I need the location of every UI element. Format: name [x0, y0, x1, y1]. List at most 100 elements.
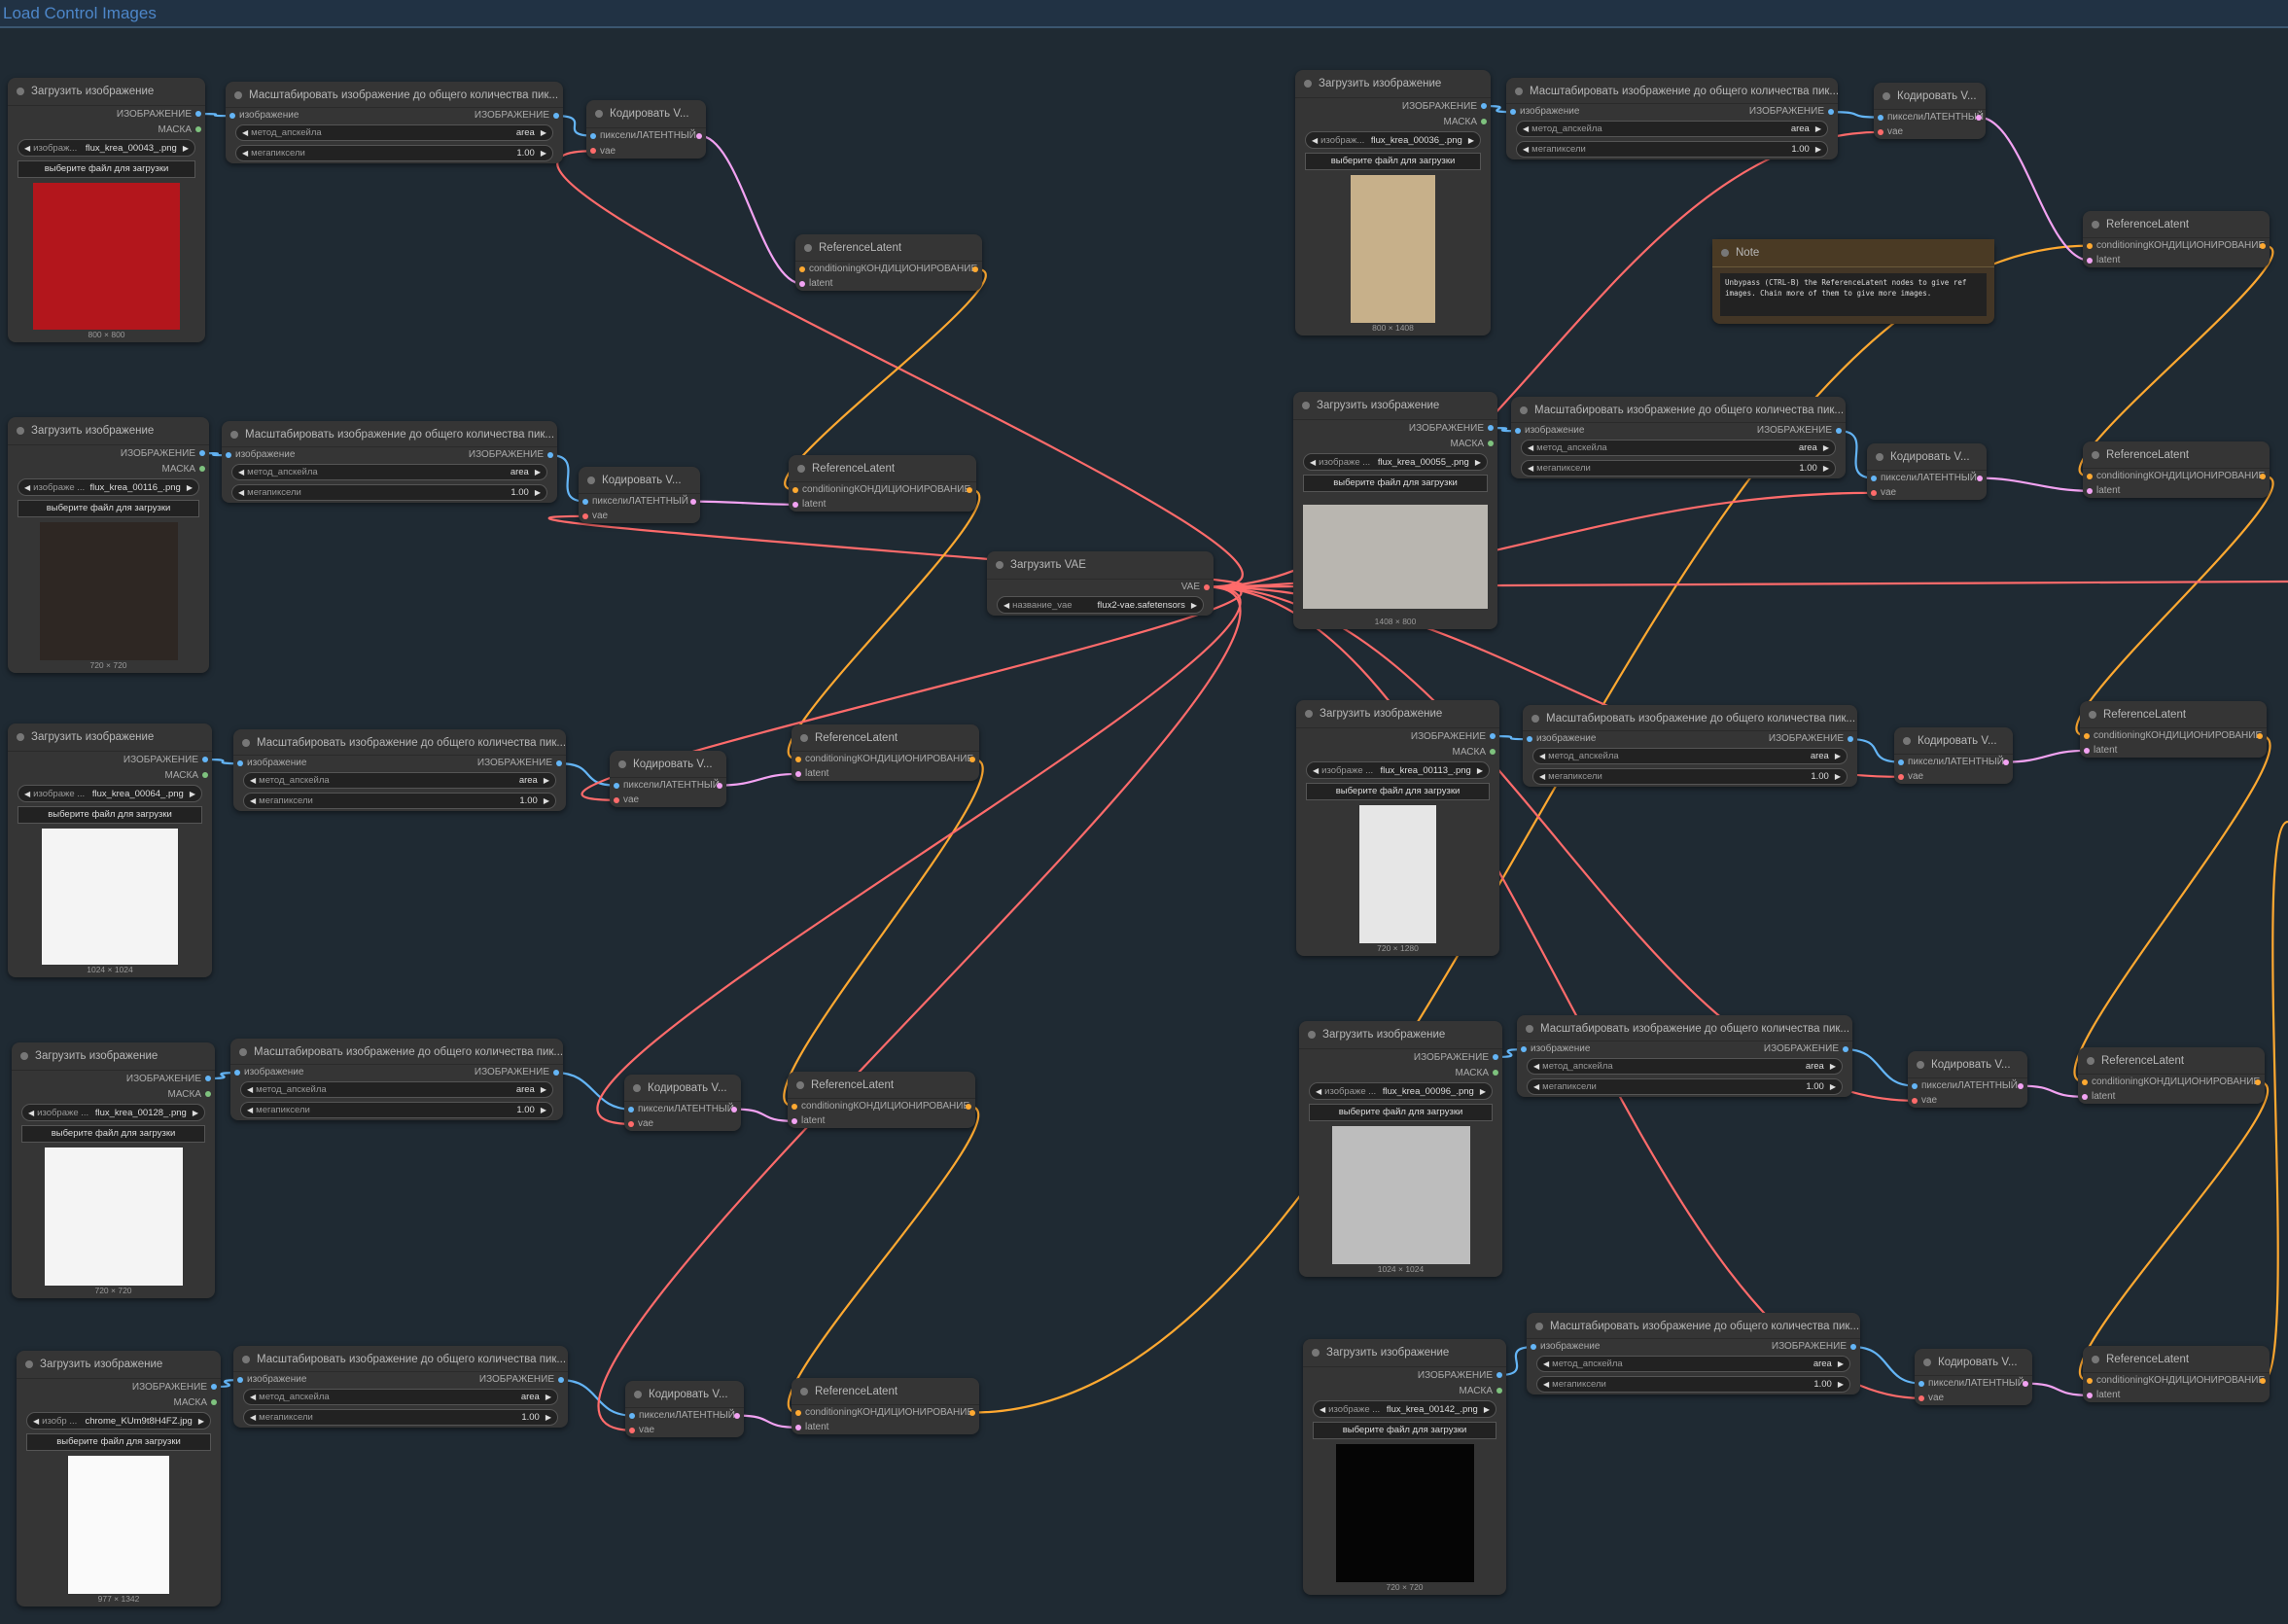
output-slot-dot[interactable] — [2260, 1377, 2266, 1384]
input-slot-dot[interactable] — [1878, 128, 1883, 135]
scale-to-megapixels-node[interactable]: Масштабировать изображение до общего кол… — [233, 729, 566, 811]
conditioning-link[interactable] — [2262, 820, 2288, 1382]
note-node-title[interactable]: Note — [1712, 239, 1994, 267]
vae-encode-node-title[interactable]: Кодировать V... — [624, 1075, 741, 1102]
input-slot-dot[interactable] — [628, 1120, 634, 1127]
input-slot-dot[interactable] — [1898, 759, 1904, 765]
next-file-arrow-icon[interactable]: ▶ — [1474, 457, 1481, 467]
input-slot-dot[interactable] — [628, 1106, 634, 1112]
increment-arrow-icon[interactable]: ▶ — [540, 128, 546, 138]
output-slot-dot[interactable] — [553, 1070, 559, 1077]
input-slot-dot[interactable] — [799, 265, 805, 272]
output-slot-dot[interactable] — [717, 782, 722, 789]
increment-arrow-icon[interactable]: ▶ — [1190, 600, 1197, 610]
increment-arrow-icon[interactable]: ▶ — [540, 149, 546, 159]
latent-link[interactable] — [692, 500, 796, 506]
next-file-arrow-icon[interactable]: ▶ — [189, 789, 195, 798]
input-slot-dot[interactable] — [2087, 1392, 2093, 1398]
vae-encode-node-title[interactable]: Кодировать V... — [1915, 1349, 2032, 1376]
decrement-arrow-icon[interactable]: ◀ — [238, 468, 245, 477]
group-header[interactable]: Load Control Images — [0, 0, 2288, 28]
reference-latent-node-title[interactable]: ReferenceLatent — [2080, 701, 2267, 728]
next-file-arrow-icon[interactable]: ▶ — [1467, 135, 1474, 145]
upload-button[interactable]: выберите файл для загрузки — [1303, 475, 1488, 492]
output-slot-dot[interactable] — [2260, 242, 2266, 249]
input-slot-dot[interactable] — [1871, 489, 1877, 496]
output-slot-dot[interactable] — [1850, 1344, 1856, 1351]
decrement-arrow-icon[interactable]: ◀ — [1523, 124, 1530, 134]
increment-arrow-icon[interactable]: ▶ — [534, 468, 541, 477]
scale-to-megapixels-node[interactable]: Масштабировать изображение до общего кол… — [1527, 1313, 1860, 1395]
upload-button[interactable]: выберите файл для загрузки — [1309, 1104, 1493, 1121]
conditioning-link[interactable] — [788, 1105, 979, 1414]
scale-to-megapixels-node[interactable]: Масштабировать изображение до общего кол… — [226, 82, 563, 163]
reference-latent-node-title[interactable]: ReferenceLatent — [2083, 211, 2270, 238]
input-slot-dot[interactable] — [2082, 1078, 2088, 1085]
latent-link[interactable] — [2020, 1084, 2086, 1098]
load-image-node-title[interactable]: Загрузить изображение — [1296, 700, 1499, 728]
next-file-arrow-icon[interactable]: ▶ — [1476, 765, 1483, 775]
output-slot-dot[interactable] — [969, 756, 975, 762]
reference-latent-node-title[interactable]: ReferenceLatent — [788, 1072, 975, 1099]
latent-link[interactable] — [1978, 116, 2091, 262]
output-slot-dot[interactable] — [1848, 736, 1853, 743]
output-slot-dot[interactable] — [967, 486, 972, 493]
reference-latent-node-title[interactable]: ReferenceLatent — [792, 1378, 979, 1405]
input-slot-dot[interactable] — [226, 452, 231, 459]
output-slot-dot[interactable] — [202, 772, 208, 778]
scale-to-megapixels-node-title[interactable]: Масштабировать изображение до общего кол… — [233, 729, 566, 757]
vae-encode-node-title[interactable]: Кодировать V... — [586, 100, 706, 128]
scale-to-megapixels-node[interactable]: Масштабировать изображение до общего кол… — [222, 421, 557, 503]
upload-button[interactable]: выберите файл для загрузки — [18, 160, 195, 178]
input-slot-dot[interactable] — [1871, 475, 1877, 481]
scale-to-megapixels-node-title[interactable]: Масштабировать изображение до общего кол… — [230, 1039, 563, 1066]
input-slot-dot[interactable] — [2087, 257, 2093, 264]
input-slot-dot[interactable] — [2087, 242, 2093, 249]
upload-button[interactable]: выберите файл для загрузки — [1313, 1422, 1496, 1439]
decrement-arrow-icon[interactable]: ◀ — [242, 128, 249, 138]
output-slot-dot[interactable] — [972, 265, 978, 272]
output-slot-dot[interactable] — [1828, 109, 1834, 116]
vae-link[interactable] — [596, 585, 1242, 1125]
input-slot-dot[interactable] — [2084, 732, 2090, 739]
conditioning-link[interactable] — [2079, 1080, 2269, 1382]
upload-button[interactable]: выберите файл для загрузки — [1305, 153, 1481, 170]
image-link[interactable] — [560, 1379, 633, 1417]
increment-arrow-icon[interactable]: ▶ — [1814, 145, 1821, 155]
vae-encode-node-title[interactable]: Кодировать V... — [1874, 83, 1986, 110]
output-slot-dot[interactable] — [1493, 1054, 1498, 1060]
load-image-node-title[interactable]: Загрузить изображение — [8, 724, 212, 752]
input-slot-dot[interactable] — [792, 1117, 797, 1124]
input-slot-dot[interactable] — [237, 760, 243, 767]
output-slot-dot[interactable] — [553, 113, 559, 120]
input-slot-dot[interactable] — [1521, 1046, 1527, 1053]
latent-link[interactable] — [719, 772, 799, 787]
